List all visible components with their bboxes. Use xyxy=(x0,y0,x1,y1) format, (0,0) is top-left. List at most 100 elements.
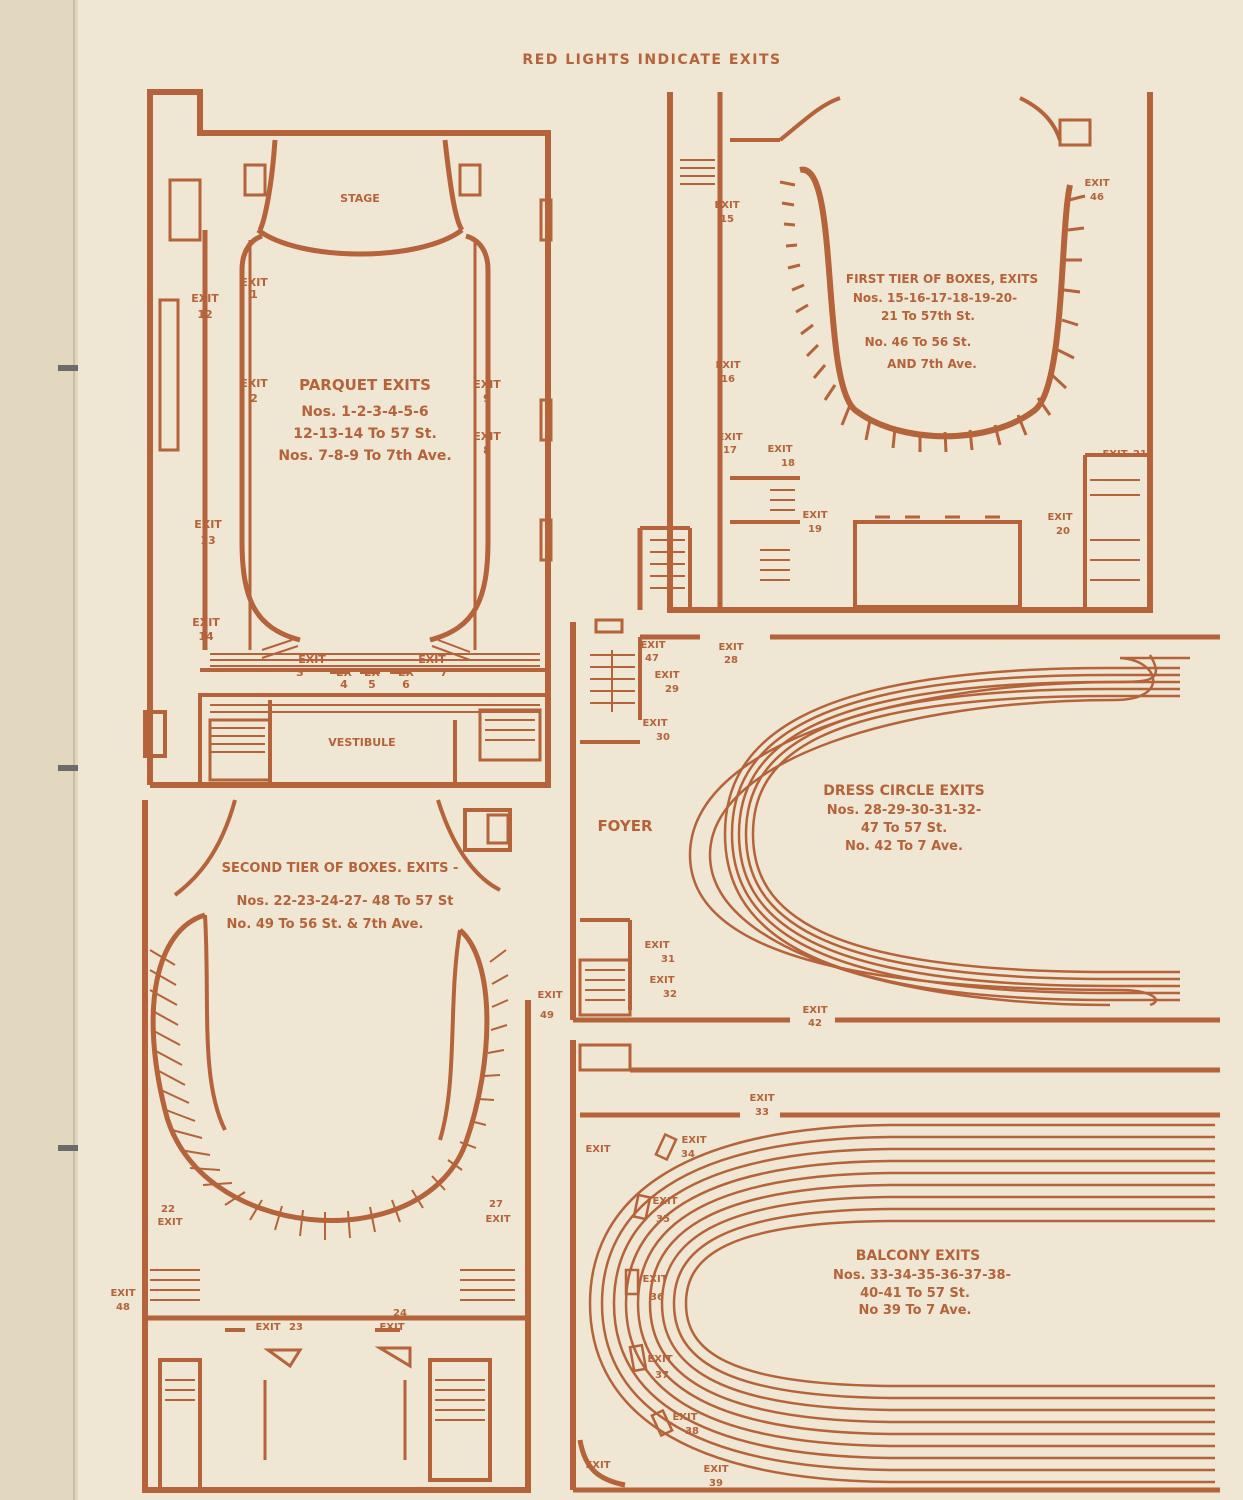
svg-text:EXIT: EXIT xyxy=(649,975,674,986)
second-tier-box-partitions xyxy=(149,949,515,1421)
svg-text:EXIT: EXIT xyxy=(298,653,326,666)
dress-circle-row-4 xyxy=(744,687,1180,981)
dress-circle-exit-labels: EXIT 47 EXIT 28 EXIT 29 EXIT 30 EXIT 31 … xyxy=(640,640,827,1029)
svg-text:33: 33 xyxy=(755,1107,769,1118)
balcony-row-8 xyxy=(672,1207,1215,1400)
balcony-caption-line-1: Nos. 33-34-35-36-37-38- xyxy=(833,1268,1011,1283)
svg-text:21: 21 xyxy=(1133,449,1147,460)
svg-text:1: 1 xyxy=(250,288,258,301)
balcony-row-2 xyxy=(600,1135,1215,1472)
svg-text:24: 24 xyxy=(393,1308,407,1319)
first-tier-stairs xyxy=(650,159,1140,589)
svg-text:EXIT: EXIT xyxy=(749,1093,774,1104)
svg-text:29: 29 xyxy=(665,684,679,695)
svg-text:EXIT: EXIT xyxy=(654,670,679,681)
svg-text:13: 13 xyxy=(200,534,215,547)
svg-text:EXIT: EXIT xyxy=(767,444,792,455)
parquet-caption-line-2: 12-13-14 To 57 St. xyxy=(293,426,437,442)
svg-text:EXIT: EXIT xyxy=(585,1460,610,1471)
parquet-caption-title: PARQUET EXITS xyxy=(299,376,431,394)
svg-text:32: 32 xyxy=(663,989,677,1000)
svg-text:EXIT: EXIT xyxy=(191,292,219,305)
svg-text:14: 14 xyxy=(198,630,214,643)
second-tier-caption-line-2: No. 49 To 56 St. & 7th Ave. xyxy=(227,917,424,932)
dress-circle-plan xyxy=(570,618,1220,1023)
parquet-plan xyxy=(143,89,553,788)
svg-text:EXIT: EXIT xyxy=(714,200,739,211)
svg-text:EXIT: EXIT xyxy=(715,360,740,371)
svg-text:36: 36 xyxy=(650,1292,664,1303)
dress-circle-stairs xyxy=(585,650,635,1001)
svg-text:EXIT: EXIT xyxy=(703,1464,728,1475)
first-tier-exit-labels: EXIT 15 EXIT 16 EXIT 17 EXIT 18 EXIT 19 … xyxy=(714,178,1147,537)
parquet-exit-labels: EXIT 1 EXIT 2 EXIT 9 EXIT 8 EXIT 12 EXIT… xyxy=(191,276,501,691)
balcony-exit-labels: EXIT 33 EXIT 34 EXIT 35 EXIT 36 EXIT 37 … xyxy=(585,1093,774,1489)
balcony-row-5 xyxy=(636,1171,1215,1436)
svg-text:EXIT: EXIT xyxy=(473,378,501,391)
svg-text:34: 34 xyxy=(681,1149,695,1160)
svg-text:35: 35 xyxy=(656,1214,670,1225)
parquet-stair-hatching xyxy=(210,639,540,753)
svg-text:18: 18 xyxy=(781,458,795,469)
balcony-row-9 xyxy=(684,1219,1215,1388)
svg-text:EXIT: EXIT xyxy=(157,1217,182,1228)
balcony-row-3 xyxy=(612,1147,1215,1460)
svg-text:42: 42 xyxy=(808,1018,822,1029)
svg-text:31: 31 xyxy=(661,954,675,965)
svg-text:EXIT: EXIT xyxy=(110,1288,135,1299)
dress-circle-row-2 xyxy=(730,673,1180,995)
parquet-caption-line-1: Nos. 1-2-3-4-5-6 xyxy=(301,404,428,420)
balcony-row-4 xyxy=(624,1159,1215,1448)
first-tier-caption-line-1: Nos. 15-16-17-18-19-20- xyxy=(853,291,1017,305)
svg-text:EXIT: EXIT xyxy=(672,1412,697,1423)
svg-text:EXIT: EXIT xyxy=(537,990,562,1001)
balcony-caption-line-2: 40-41 To 57 St. xyxy=(860,1286,970,1301)
dress-circle-caption-line-3: No. 42 To 7 Ave. xyxy=(845,839,963,854)
first-tier-plan xyxy=(637,92,1153,613)
svg-text:EXIT: EXIT xyxy=(194,518,222,531)
svg-text:EXIT: EXIT xyxy=(802,1005,827,1016)
svg-text:28: 28 xyxy=(724,655,738,666)
dress-circle-caption-title: DRESS CIRCLE EXITS xyxy=(823,783,984,799)
svg-text:4: 4 xyxy=(340,678,348,691)
balcony-row-7 xyxy=(660,1195,1215,1412)
svg-text:EXIT: EXIT xyxy=(681,1135,706,1146)
page-header: RED LIGHTS INDICATE EXITS xyxy=(522,52,781,68)
svg-text:EX: EX xyxy=(364,666,381,679)
svg-text:39: 39 xyxy=(709,1478,723,1489)
first-tier-caption-title: FIRST TIER OF BOXES, EXITS xyxy=(846,272,1038,286)
svg-text:15: 15 xyxy=(720,214,734,225)
dress-circle-row-5 xyxy=(751,694,1180,974)
binding-spine xyxy=(0,0,78,1500)
svg-text:EXIT: EXIT xyxy=(644,940,669,951)
dress-circle-row-3 xyxy=(737,680,1180,988)
svg-text:46: 46 xyxy=(1090,192,1104,203)
svg-text:2: 2 xyxy=(250,392,258,405)
dress-circle-row-arcs xyxy=(723,666,1180,1002)
balcony-row-1 xyxy=(588,1123,1215,1484)
svg-text:EXIT: EXIT xyxy=(1102,449,1127,460)
balcony-plan xyxy=(570,1040,1220,1493)
svg-text:9: 9 xyxy=(483,392,491,405)
balcony-exit-doors xyxy=(624,1132,678,1438)
second-tier-caption-line-1: Nos. 22-23-24-27- 48 To 57 St xyxy=(237,894,454,909)
vestibule-label: VESTIBULE xyxy=(328,736,395,749)
svg-text:EX: EX xyxy=(336,666,353,679)
svg-text:EXIT: EXIT xyxy=(647,1354,672,1365)
parquet-caption-line-3: Nos. 7-8-9 To 7th Ave. xyxy=(278,448,451,464)
svg-text:EXIT: EXIT xyxy=(652,1196,677,1207)
svg-text:EXIT: EXIT xyxy=(718,642,743,653)
second-tier-caption-title: SECOND TIER OF BOXES. EXITS - xyxy=(222,861,459,876)
svg-text:30: 30 xyxy=(656,732,670,743)
svg-text:EXIT: EXIT xyxy=(585,1144,610,1155)
svg-text:EXIT: EXIT xyxy=(473,430,501,443)
svg-text:EXIT: EXIT xyxy=(485,1214,510,1225)
svg-text:37: 37 xyxy=(655,1370,669,1381)
dress-circle-caption-line-1: Nos. 28-29-30-31-32- xyxy=(827,803,981,818)
balcony-caption-title: BALCONY EXITS xyxy=(856,1248,981,1264)
svg-text:EXIT: EXIT xyxy=(642,718,667,729)
first-tier-caption-line-2: 21 To 57th St. xyxy=(881,309,975,323)
first-tier-caption-line-4: AND 7th Ave. xyxy=(887,357,977,371)
foyer-label: FOYER xyxy=(597,817,653,835)
